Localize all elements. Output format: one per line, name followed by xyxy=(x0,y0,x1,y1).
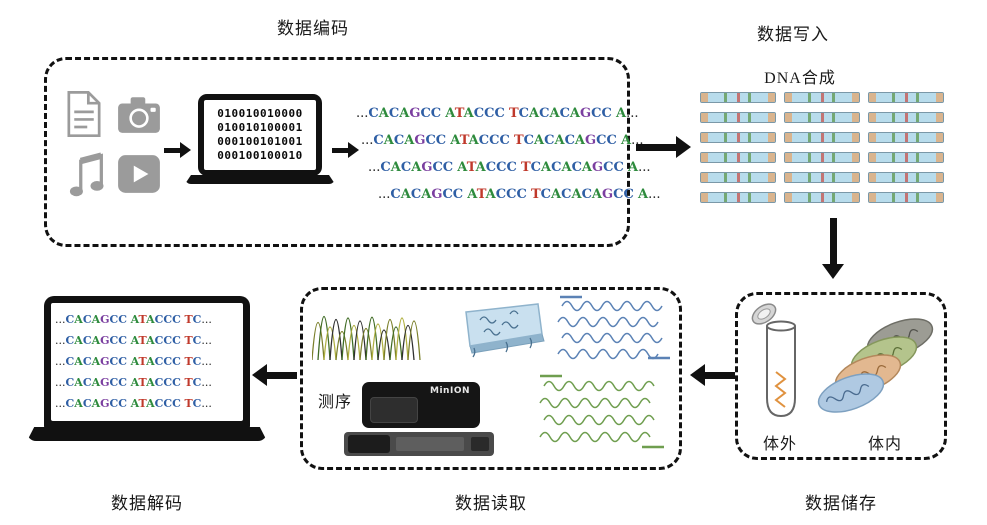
dna-strand xyxy=(784,152,860,163)
minion-flowcell-port xyxy=(370,397,418,423)
dna-strand xyxy=(868,132,944,143)
camera-icon xyxy=(118,97,160,133)
green-dna-waves xyxy=(539,374,664,449)
test-tube-icon xyxy=(751,303,796,418)
encoded-dna-sequences: ...CACAGCC ATACCC TCACACAGCC A......CACA… xyxy=(356,106,661,202)
decode-laptop: ...CACAGCC ATACCC TC......CACAGCC ATACCC… xyxy=(27,296,267,441)
storage-box xyxy=(735,292,947,460)
dna-strand xyxy=(700,92,776,103)
arrow-files-to-laptop xyxy=(164,142,191,158)
label-data-encoding: 数据编码 xyxy=(277,19,349,38)
label-data-reading: 数据读取 xyxy=(455,494,527,513)
dna-strand xyxy=(700,132,776,143)
sequencer-stick-device xyxy=(344,432,494,456)
dna-strand xyxy=(700,112,776,123)
label-data-storage: 数据储存 xyxy=(805,494,877,513)
decoded-dna-sequences: ...CACAGCC ATACCC TC......CACAGCC ATACCC… xyxy=(51,303,243,421)
laptop-base xyxy=(27,427,267,441)
dna-strand xyxy=(868,172,944,183)
arrow-read-to-decode xyxy=(252,364,297,386)
label-dna-synthesis: DNA合成 xyxy=(764,70,836,87)
arrow-encode-to-synthesis xyxy=(636,136,691,158)
minion-sequencer: MinION xyxy=(362,382,480,428)
arrow-synthesis-to-storage xyxy=(822,218,844,279)
chromatogram xyxy=(312,316,421,361)
label-sequencing: 测序 xyxy=(317,394,352,411)
label-in-vivo: 体内 xyxy=(867,436,902,453)
dna-strand-grid xyxy=(700,92,944,203)
device-segment-light xyxy=(396,437,464,451)
read-box xyxy=(300,287,682,470)
dna-strand xyxy=(784,92,860,103)
device-segment-dark xyxy=(348,435,390,453)
dna-strand xyxy=(784,132,860,143)
dna-strand xyxy=(784,172,860,183)
dna-strand xyxy=(784,112,860,123)
dna-strand xyxy=(868,92,944,103)
encode-box xyxy=(44,57,630,247)
dna-chip-icon xyxy=(465,303,545,358)
dna-strand xyxy=(868,112,944,123)
dna-strand xyxy=(868,192,944,203)
device-segment-end xyxy=(471,437,489,451)
minion-label: MinION xyxy=(430,386,470,396)
cells-icon xyxy=(817,318,934,413)
dna-strand xyxy=(700,192,776,203)
arrow-storage-to-read xyxy=(690,364,735,386)
laptop-screen: ...CACAGCC ATACCC TC......CACAGCC ATACCC… xyxy=(44,296,250,428)
dna-strand xyxy=(700,172,776,183)
dna-strand xyxy=(700,152,776,163)
document-icon xyxy=(67,90,101,138)
dna-strand xyxy=(784,192,860,203)
music-note-icon xyxy=(69,152,104,197)
label-data-writing: 数据写入 xyxy=(757,25,829,44)
video-icon xyxy=(118,155,160,193)
blue-dna-waves xyxy=(557,295,670,360)
arrow-laptop-to-dna xyxy=(332,142,359,158)
label-in-vitro: 体外 xyxy=(762,436,797,453)
file-icons xyxy=(62,88,164,200)
label-data-decoding: 数据解码 xyxy=(111,494,183,513)
laptop-base xyxy=(185,175,335,184)
dna-strand xyxy=(868,152,944,163)
